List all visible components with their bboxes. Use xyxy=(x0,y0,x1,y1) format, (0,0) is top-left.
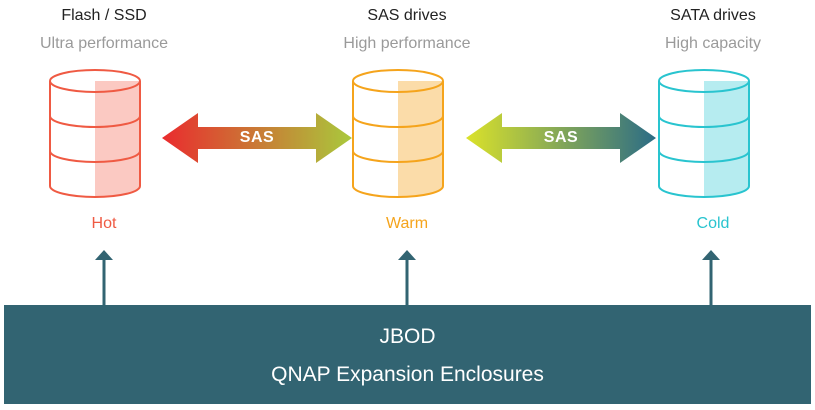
tier-sas-drives: SAS drives High performance Warm xyxy=(297,0,517,240)
database-icon xyxy=(657,68,769,204)
tier-flash-ssd: Flash / SSD Ultra performance Hot xyxy=(0,0,214,240)
tier-temperature: Cold xyxy=(696,215,730,232)
sas-link-arrow: SAS xyxy=(162,113,352,163)
enclosure-title: JBOD xyxy=(379,325,436,348)
tier-description: High capacity xyxy=(664,35,762,52)
database-icon xyxy=(48,68,160,204)
tier-name: SATA drives xyxy=(670,7,756,24)
tier-sata-drives: SATA drives High capacity Cold xyxy=(603,0,815,240)
sas-link-arrow: SAS xyxy=(466,113,656,163)
tier-name: SAS drives xyxy=(367,7,447,24)
connector-arrow-icon xyxy=(397,250,417,306)
tier-description: High performance xyxy=(343,35,471,52)
connector-arrow-icon xyxy=(701,250,721,306)
tier-description: Ultra performance xyxy=(39,35,169,52)
jbod-enclosure: JBOD QNAP Expansion Enclosures xyxy=(4,305,811,404)
enclosure-subtitle: QNAP Expansion Enclosures xyxy=(271,363,544,386)
tier-temperature: Warm xyxy=(385,215,429,232)
tier-name: Flash / SSD xyxy=(61,7,147,24)
database-icon xyxy=(351,68,463,204)
connector-arrow-icon xyxy=(94,250,114,306)
tier-temperature: Hot xyxy=(91,215,117,232)
